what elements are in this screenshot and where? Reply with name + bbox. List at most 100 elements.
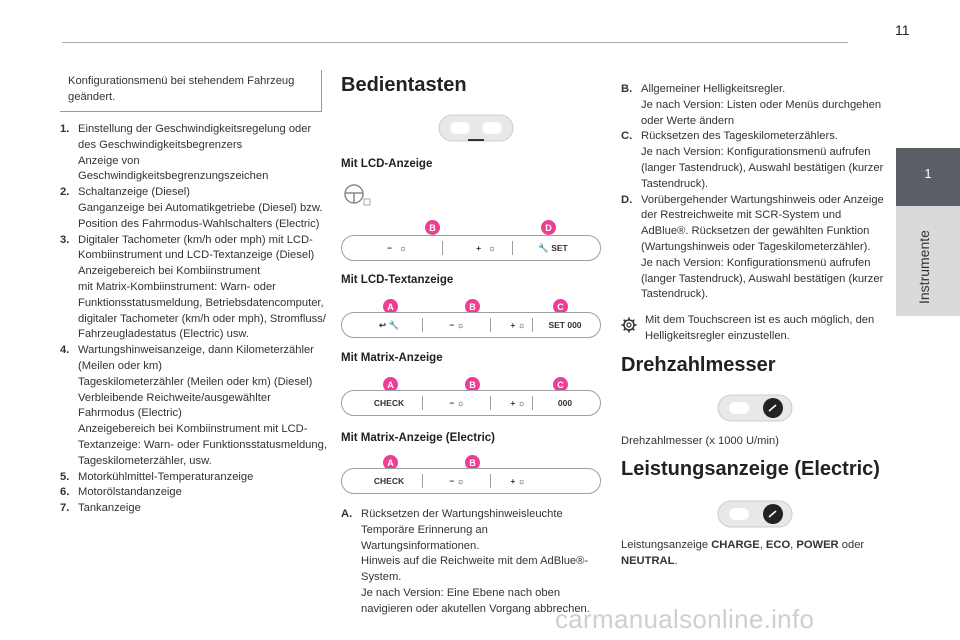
- marker-b: B: [465, 299, 480, 314]
- separator: ,: [759, 539, 766, 551]
- item-text: Tankanzeige: [78, 502, 141, 515]
- dim-minus-button[interactable]: − ☼: [362, 236, 432, 260]
- list-item: C. Rücksetzen des Tageskilometerzählers. …: [621, 129, 891, 192]
- dim-minus-button[interactable]: − ☼: [426, 313, 488, 337]
- item-letter: C.: [621, 130, 633, 143]
- item-text: Einstellung der Geschwindigkeitsregelung…: [78, 123, 312, 183]
- marker-d: D: [541, 220, 556, 235]
- item-text: Digitaler Tachometer (km/h oder mph) mit…: [78, 233, 326, 341]
- rpm-panel-icon: [717, 394, 793, 422]
- check-button[interactable]: CHECK: [373, 398, 405, 408]
- power-heading: Leistungsanzeige (Electric): [621, 458, 880, 480]
- item-number: 1.: [60, 123, 70, 135]
- dim-plus-button[interactable]: + ☼: [446, 236, 526, 260]
- list-item: 6.Motorölstandanzeige: [60, 485, 328, 501]
- item-text: Motorölstandanzeige: [78, 486, 182, 499]
- mode-eco: ECO: [765, 539, 791, 551]
- separator: ,: [790, 539, 797, 551]
- dim-minus-button[interactable]: − ☼: [426, 469, 488, 493]
- numbered-list: 1. Einstellung der Geschwindigkeitsregelu…: [60, 122, 328, 517]
- watermark: carmanualsonline.info: [555, 604, 815, 634]
- list-item: A.Rücksetzen der Wartungshinweisleuchte …: [341, 507, 609, 618]
- marker-b: B: [465, 377, 480, 392]
- dim-minus-button[interactable]: − ☼: [426, 391, 488, 415]
- list-item: 3. Digitaler Tachometer (km/h oder mph) m…: [60, 233, 328, 344]
- header-rule: [62, 42, 848, 43]
- item-number: 3.: [60, 233, 70, 246]
- chapter-tab[interactable]: 1: [896, 148, 960, 206]
- item-text: Vorübergehender Wartungshinweis oder Anz…: [641, 193, 884, 301]
- mode-charge: CHARGE: [711, 539, 760, 551]
- marker-a: A: [383, 377, 398, 392]
- reset-trip-button[interactable]: 000: [557, 398, 573, 408]
- item-letter: D.: [621, 193, 633, 206]
- list-item: 7.Tankanzeige: [60, 501, 328, 517]
- list-item: B. Allgemeiner Helligkeitsregler. Je nach…: [621, 82, 891, 129]
- set-label: SET: [551, 243, 568, 253]
- item-text: Schaltanzeige (Diesel) Ganganzeige bei A…: [78, 186, 323, 230]
- controls-heading: Bedientasten: [341, 74, 467, 96]
- lcd-heading: Mit LCD-Anzeige: [341, 158, 433, 170]
- dim-plus-button[interactable]: + ☼: [492, 313, 544, 337]
- minus-label: −: [449, 476, 455, 486]
- list-item: 5.Motorkühlmittel-Temperaturanzeige: [60, 470, 328, 486]
- dim-plus-button[interactable]: + ☼: [492, 391, 544, 415]
- brightness-icon: ☼: [456, 320, 465, 330]
- item-a: A.Rücksetzen der Wartungshinweisleuchte …: [341, 507, 609, 618]
- chapter-title-tab: Instrumente: [896, 206, 960, 316]
- mode-power: POWER: [796, 539, 839, 551]
- plus-label: +: [510, 476, 516, 486]
- rpm-heading: Drehzahlmesser: [621, 354, 776, 376]
- list-item: D. Vorübergehender Wartungshinweis oder A…: [621, 193, 891, 304]
- item-text: Motorkühlmittel-Temperaturanzeige: [78, 470, 254, 483]
- page-number: 11: [895, 22, 910, 38]
- period: .: [674, 554, 678, 567]
- marker-c: C: [553, 299, 568, 314]
- lcd-text-heading: Mit LCD-Textanzeige: [341, 274, 454, 286]
- power-text-prefix: Leistungsanzeige: [621, 539, 712, 551]
- marker-c: C: [553, 377, 568, 392]
- steering-wheel-icon: [344, 184, 371, 206]
- gear-icon: [621, 313, 645, 345]
- dim-plus-button[interactable]: + ☼: [492, 469, 544, 493]
- brightness-icon: ☼: [399, 243, 407, 253]
- touchscreen-note: Mit dem Touchscreen ist es auch möglich,…: [621, 313, 891, 345]
- chapter-number: 1: [924, 166, 932, 181]
- item-text: Rücksetzen des Tageskilometerzählers. Je…: [641, 130, 884, 190]
- back-settings-button[interactable]: ↩ 🔧: [360, 313, 418, 337]
- item-letter: B.: [621, 83, 633, 95]
- return-icon: ↩: [378, 319, 387, 330]
- note-text: Mit dem Touchscreen ist es auch möglich,…: [645, 314, 875, 342]
- instrument-panel-icon: [438, 114, 514, 142]
- brightness-icon: ☼: [488, 243, 496, 253]
- note-box: Konfigurationsmenü bei stehendem Fahrzeu…: [60, 70, 322, 112]
- note-text: Konfigurationsmenü bei stehendem Fahrzeu…: [68, 75, 295, 103]
- brightness-icon: ☼: [456, 398, 465, 408]
- matrix-heading: Mit Matrix-Anzeige: [341, 352, 443, 364]
- set-reset-button[interactable]: SET 000: [548, 320, 582, 330]
- brightness-icon: ☼: [517, 476, 526, 486]
- power-panel-icon: [717, 500, 793, 528]
- item-number: 2.: [60, 186, 70, 199]
- item-letter: A.: [341, 508, 353, 520]
- marker-a: A: [383, 455, 398, 470]
- brightness-icon: ☼: [517, 320, 526, 330]
- plus-label: +: [476, 243, 482, 253]
- letter-list: B. Allgemeiner Helligkeitsregler. Je nach…: [621, 82, 891, 303]
- marker-b: B: [465, 455, 480, 470]
- list-item: 1. Einstellung der Geschwindigkeitsregelu…: [60, 122, 328, 185]
- control-bar-lcd-text: ↩ 🔧 − ☼ + ☼ SET 000: [341, 312, 601, 338]
- plus-label: +: [510, 398, 516, 408]
- power-text: Leistungsanzeige CHARGE, ECO, POWER oder…: [621, 538, 891, 570]
- plus-label: +: [510, 320, 516, 330]
- marker-b: B: [425, 220, 440, 235]
- mode-neutral: NEUTRAL: [621, 554, 675, 567]
- set-button[interactable]: 🔧 SET: [518, 236, 588, 260]
- control-bar-matrix-electric: CHECK − ☼ + ☼: [341, 468, 601, 494]
- check-button[interactable]: CHECK: [373, 476, 405, 486]
- minus-label: −: [387, 243, 393, 253]
- item-text: Allgemeiner Helligkeitsregler. Je nach V…: [641, 83, 882, 127]
- minus-label: −: [449, 320, 455, 330]
- item-text: Wartungshinweisanzeige, dann Kilometerzä…: [78, 344, 327, 467]
- brightness-icon: ☼: [517, 398, 526, 408]
